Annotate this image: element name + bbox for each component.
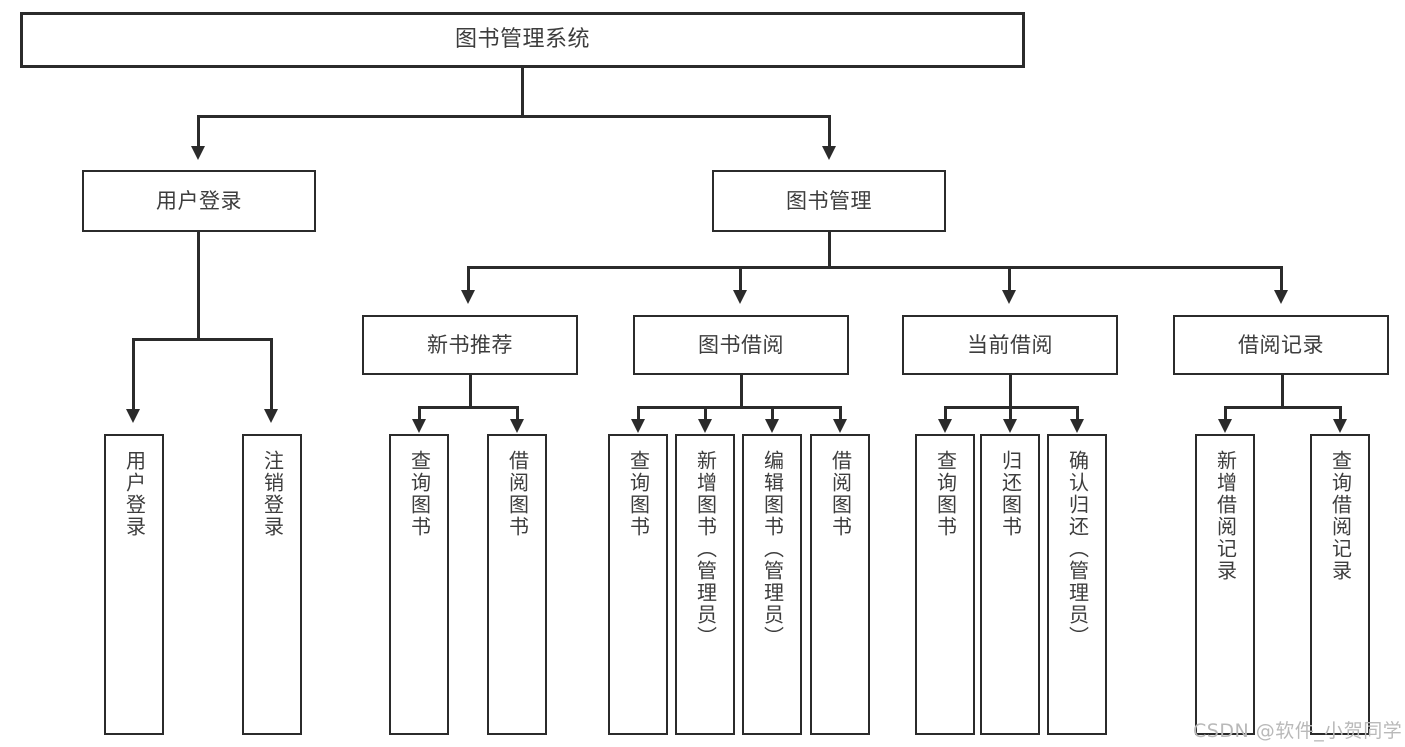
edge-book-borrow-to-leaf-1 [637, 406, 640, 420]
edge-user-login-bus [133, 338, 271, 341]
edge-book-borrow-bus [638, 406, 841, 409]
node-user-login-label: 用户登录 [156, 188, 242, 213]
arrow-root-to-user-login [191, 146, 205, 160]
arrow-current-borrow-to-leaf-2 [1003, 419, 1017, 433]
arrow-current-borrow-to-leaf-3 [1070, 419, 1084, 433]
node-root-label: 图书管理系统 [454, 27, 590, 53]
node-leaf-label: 编辑图书（管理员） [760, 450, 785, 648]
arrow-borrow-record-to-leaf-2 [1333, 419, 1347, 433]
node-leaf-user-login-1[interactable]: 用户登录 [104, 434, 164, 735]
edge-book-borrow-to-leaf-3 [771, 406, 774, 420]
arrow-book-manage-to-l3-3 [1002, 290, 1016, 304]
node-leaf-label: 注销登录 [260, 450, 285, 538]
node-book-management-label: 图书管理 [786, 188, 872, 213]
node-leaf-current-borrow-2[interactable]: 归还图书 [980, 434, 1040, 735]
edge-book-manage-to-l3-1 [467, 266, 470, 291]
edge-new-book-bus [419, 406, 518, 409]
node-book-borrow-label: 图书借阅 [698, 332, 784, 357]
node-leaf-label: 归还图书 [998, 450, 1023, 538]
node-book-borrow[interactable]: 图书借阅 [633, 315, 849, 375]
arrow-book-manage-to-l3-2 [733, 290, 747, 304]
node-leaf-book-borrow-1[interactable]: 查询图书 [608, 434, 668, 735]
arrow-borrow-record-to-leaf-1 [1218, 419, 1232, 433]
node-leaf-label: 新增借阅记录 [1213, 450, 1238, 582]
edge-root-to-book-manage [828, 115, 831, 147]
node-leaf-book-borrow-3[interactable]: 编辑图书（管理员） [742, 434, 802, 735]
node-book-management[interactable]: 图书管理 [712, 170, 946, 232]
node-leaf-label: 借阅图书 [828, 450, 853, 538]
node-leaf-book-borrow-4[interactable]: 借阅图书 [810, 434, 870, 735]
edge-borrow-record-to-leaf-2 [1339, 406, 1342, 420]
arrow-book-borrow-to-leaf-4 [833, 419, 847, 433]
edge-current-borrow-to-leaf-3 [1076, 406, 1079, 420]
node-leaf-user-login-2[interactable]: 注销登录 [242, 434, 302, 735]
node-current-borrow-label: 当前借阅 [967, 332, 1053, 357]
node-leaf-label: 查询图书 [407, 450, 432, 538]
edge-user-login-to-leaf-2 [270, 338, 273, 410]
node-new-book-recommend-label: 新书推荐 [427, 332, 513, 357]
edge-new-book-stem [469, 375, 472, 408]
edge-borrow-record-to-leaf-1 [1224, 406, 1227, 420]
node-leaf-label: 借阅图书 [505, 450, 530, 538]
edge-user-login-stem [197, 232, 200, 340]
node-root-book-management-system[interactable]: 图书管理系统 [20, 12, 1025, 68]
arrow-current-borrow-to-leaf-1 [938, 419, 952, 433]
edge-root-stem [521, 68, 524, 117]
arrow-user-login-to-leaf-1 [126, 409, 140, 423]
node-leaf-label: 新增图书（管理员） [693, 450, 718, 648]
node-leaf-borrow-record-1[interactable]: 新增借阅记录 [1195, 434, 1255, 735]
node-leaf-label: 查询图书 [626, 450, 651, 538]
edge-book-borrow-to-leaf-4 [839, 406, 842, 420]
edge-book-manage-to-l3-3 [1008, 266, 1011, 291]
node-leaf-label: 确认归还（管理员） [1065, 450, 1090, 648]
edge-new-book-to-leaf-2 [516, 406, 519, 420]
node-leaf-new-book-2[interactable]: 借阅图书 [487, 434, 547, 735]
arrow-new-book-to-leaf-2 [510, 419, 524, 433]
edge-borrow-record-stem [1281, 375, 1284, 408]
arrow-root-to-book-manage [822, 146, 836, 160]
edge-user-login-to-leaf-1 [132, 338, 135, 410]
node-leaf-label: 查询图书 [933, 450, 958, 538]
node-new-book-recommend[interactable]: 新书推荐 [362, 315, 578, 375]
node-leaf-book-borrow-2[interactable]: 新增图书（管理员） [675, 434, 735, 735]
arrow-book-manage-to-l3-4 [1274, 290, 1288, 304]
edge-book-manage-to-l3-4 [1280, 266, 1283, 291]
arrow-user-login-to-leaf-2 [264, 409, 278, 423]
node-leaf-new-book-1[interactable]: 查询图书 [389, 434, 449, 735]
edge-book-borrow-to-leaf-2 [704, 406, 707, 420]
edge-book-manage-bus [468, 266, 1283, 269]
node-leaf-current-borrow-1[interactable]: 查询图书 [915, 434, 975, 735]
arrow-book-manage-to-l3-1 [461, 290, 475, 304]
node-current-borrow[interactable]: 当前借阅 [902, 315, 1118, 375]
edge-book-manage-to-l3-2 [739, 266, 742, 291]
node-leaf-borrow-record-2[interactable]: 查询借阅记录 [1310, 434, 1370, 735]
edge-new-book-to-leaf-1 [418, 406, 421, 420]
arrow-new-book-to-leaf-1 [412, 419, 426, 433]
edge-root-to-user-login [197, 115, 200, 147]
node-leaf-label: 用户登录 [122, 450, 147, 538]
node-user-login[interactable]: 用户登录 [82, 170, 316, 232]
edge-current-borrow-stem [1009, 375, 1012, 408]
edge-root-bus [198, 115, 831, 118]
node-borrow-record-label: 借阅记录 [1238, 332, 1324, 357]
edge-current-borrow-to-leaf-1 [944, 406, 947, 420]
node-borrow-record[interactable]: 借阅记录 [1173, 315, 1389, 375]
edge-book-manage-stem [828, 232, 831, 268]
edge-current-borrow-to-leaf-2 [1009, 406, 1012, 420]
edge-book-borrow-stem [740, 375, 743, 408]
arrow-book-borrow-to-leaf-1 [631, 419, 645, 433]
arrow-book-borrow-to-leaf-3 [765, 419, 779, 433]
node-leaf-label: 查询借阅记录 [1328, 450, 1353, 582]
arrow-book-borrow-to-leaf-2 [698, 419, 712, 433]
edge-current-borrow-bus [945, 406, 1078, 409]
edge-borrow-record-bus [1225, 406, 1341, 409]
node-leaf-current-borrow-3[interactable]: 确认归还（管理员） [1047, 434, 1107, 735]
